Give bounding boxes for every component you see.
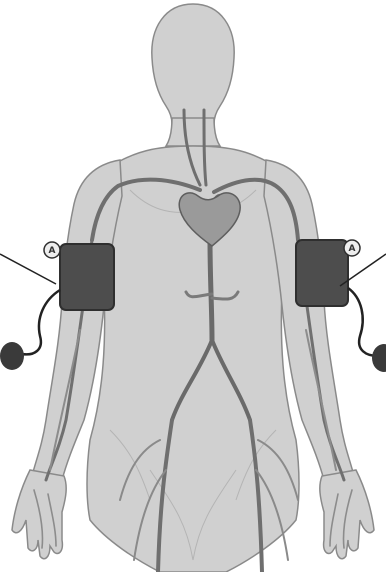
neck [166, 118, 220, 146]
right-arm-cuff [60, 244, 114, 310]
right-inflation-bulb [0, 342, 24, 370]
right-cuff-gauge-label: A [49, 246, 56, 256]
left-cuff-gauge-label: A [349, 244, 356, 254]
descending-aorta [210, 240, 212, 340]
left-arm-cuff [296, 240, 348, 306]
